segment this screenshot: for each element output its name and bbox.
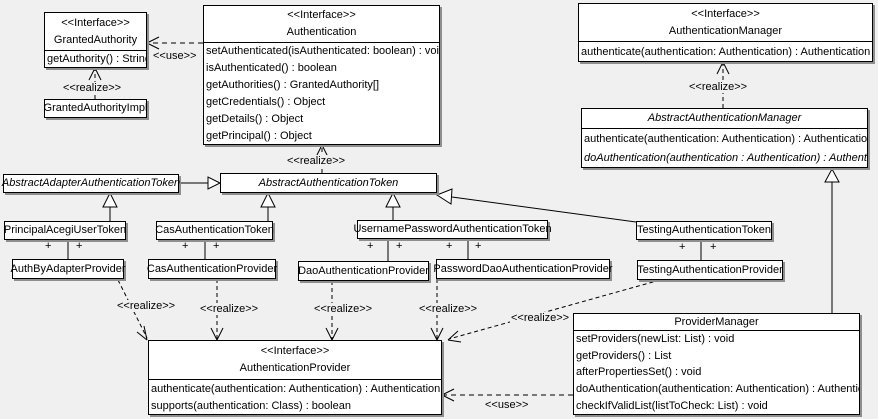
realize-authbyadapterprovider-authenticationprovider [117, 279, 148, 341]
realize-label: <<realize>> [286, 155, 347, 167]
class-box-granted-authority: <<Interface>> GrantedAuthority getAuthor… [44, 12, 147, 68]
method: authenticate(authentication: Authenticat… [584, 132, 867, 145]
class-name: GrantedAuthority [53, 33, 138, 46]
class-name: CasAuthenticationToken [155, 224, 274, 236]
method: authenticate(authentication: Authenticat… [581, 45, 871, 58]
class-box-cas-authentication-token: CasAuthenticationToken [155, 221, 274, 240]
association-end-plus: + [213, 240, 220, 252]
generalization-testingauthenticationtoken-abstractauthenticationtoken [435, 188, 637, 223]
class-box-auth-by-adapter-provider: AuthByAdapterProvider [10, 259, 126, 279]
class-box-abstract-adapter-authentication-token: AbstractAdapterAuthenticationToken [1, 174, 181, 193]
method: setProviders(newList: List) : void [576, 333, 735, 346]
class-name: ProviderManager [674, 315, 759, 328]
class-name: Authentication [286, 26, 357, 38]
class-name: AuthenticationProvider [239, 362, 351, 374]
class-box-cas-authentication-provider: CasAuthenticationProvider [146, 259, 278, 279]
stereotype: <<Interface>> [260, 345, 330, 357]
stereotype: <<Interface>> [287, 9, 356, 21]
method: getAuthorities() : GrantedAuthority[] [206, 79, 380, 92]
class-box-authentication-manager: <<Interface>> AuthenticationManager auth… [578, 3, 873, 62]
class-name: AbstractAdapterAuthenticationToken [1, 177, 181, 189]
class-name: PrincipalAcegiUserToken [3, 224, 127, 236]
generalization-usernamepasswordauthenticationtoken-abstractauthenticationtoken [385, 191, 401, 220]
class-box-username-password-authentication-token: UsernamePasswordAuthenticationToken [353, 220, 552, 239]
realize-label: <<realize>> [62, 82, 123, 94]
generalization-casauthenticationtoken-abstractauthenticationtoken [260, 191, 276, 221]
class-box-abstract-authentication-manager: AbstractAuthenticationManager authentica… [581, 108, 868, 168]
class-name: TestingAuthenticationToken [637, 224, 771, 236]
method: isAuthenticated() : boolean [206, 62, 337, 75]
association-end-plus: + [45, 240, 52, 252]
method: authenticate(authentication: Authenticat… [151, 382, 441, 395]
class-name: GrantedAuthorityImpl [43, 102, 148, 114]
class-name: AuthByAdapterProvider [10, 262, 126, 275]
use-label: <<use>> [152, 50, 198, 62]
class-box-authentication: <<Interface>> Authentication setAuthenti… [203, 5, 440, 145]
class-name: DaoAuthenticationProvider [298, 264, 429, 277]
method: getPrincipal() : Object [206, 129, 312, 142]
realize-label: <<realize>> [116, 300, 177, 312]
class-box-testing-authentication-token: TestingAuthenticationToken [636, 221, 772, 240]
class-name: TestingAuthenticationProvider [637, 263, 783, 276]
class-box-dao-authentication-provider: DaoAuthenticationProvider [298, 261, 429, 281]
realize-label: <<realize>> [199, 303, 260, 315]
class-box-abstract-authentication-token: AbstractAuthenticationToken [220, 173, 437, 193]
class-box-principal-acegi-user-token: PrincipalAcegiUserToken [4, 221, 126, 240]
stereotype: <<Interface>> [61, 16, 130, 29]
use-providermanager-authenticationprovider [441, 388, 573, 402]
realize-label: <<realize>> [418, 303, 479, 315]
association-end-plus: + [679, 241, 686, 253]
class-name: CasAuthenticationProvider [146, 262, 278, 275]
realize-label: <<realize>> [510, 312, 571, 324]
association-end-plus: + [367, 240, 374, 252]
class-name: PasswordDaoAuthenticationProvider [433, 262, 613, 275]
generalization-principalacegiusertoken-abstractadapterauthenticationtoken [102, 191, 118, 221]
generalization-providermanager-abstractauthenticationmanager [824, 167, 840, 313]
realize-label: <<realize>> [313, 303, 374, 315]
association-end-plus: + [76, 240, 83, 252]
class-name: AbstractAuthenticationManager [647, 112, 802, 124]
class-name: UsernamePasswordAuthenticationToken [353, 223, 552, 235]
method: getDetails() : Object [206, 112, 304, 125]
method: checkIfValidList(listToCheck: List) : vo… [576, 399, 768, 412]
class-box-authentication-provider: <<Interface>> AuthenticationProvider aut… [148, 340, 442, 415]
class-box-testing-authentication-provider: TestingAuthenticationProvider [637, 260, 783, 280]
association-end-plus: + [182, 240, 189, 252]
method: getCredentials() : Object [206, 95, 326, 108]
method: doAuthentication(authentication: Authent… [576, 383, 859, 396]
class-box-granted-authority-impl: GrantedAuthorityImpl [44, 99, 147, 118]
association-end-plus: + [396, 240, 403, 252]
method: getProviders() : List [576, 349, 672, 362]
association-end-plus: + [446, 240, 453, 252]
realize-testingauthenticationprovider-authenticationprovider [447, 279, 661, 343]
method: getAuthority() : String [47, 53, 146, 65]
association-end-plus: + [475, 240, 482, 252]
realize-label: <<realize>> [688, 81, 749, 93]
class-name: AbstractAuthenticationToken [258, 176, 399, 189]
method: setAuthenticated(isAuthenticated: boolea… [206, 45, 439, 58]
method: doAuthentication(authentication : Authen… [584, 151, 867, 164]
use-authentication-grantedauthority [146, 36, 203, 50]
generalization-abstractadapterauthenticationtoken-abstractauthenticationtoken [179, 176, 222, 190]
class-box-password-dao-authentication-provider: PasswordDaoAuthenticationProvider [433, 259, 613, 279]
association-end-plus: + [710, 241, 717, 253]
method: afterPropertiesSet() : void [576, 366, 702, 379]
method: supports(authentication: Class) : boolea… [151, 399, 351, 412]
stereotype: <<Interface>> [691, 7, 760, 20]
use-label: <<use>> [484, 399, 530, 411]
class-box-provider-manager: ProviderManager setProviders(newList: Li… [573, 313, 860, 415]
class-name: AuthenticationManager [668, 24, 783, 37]
